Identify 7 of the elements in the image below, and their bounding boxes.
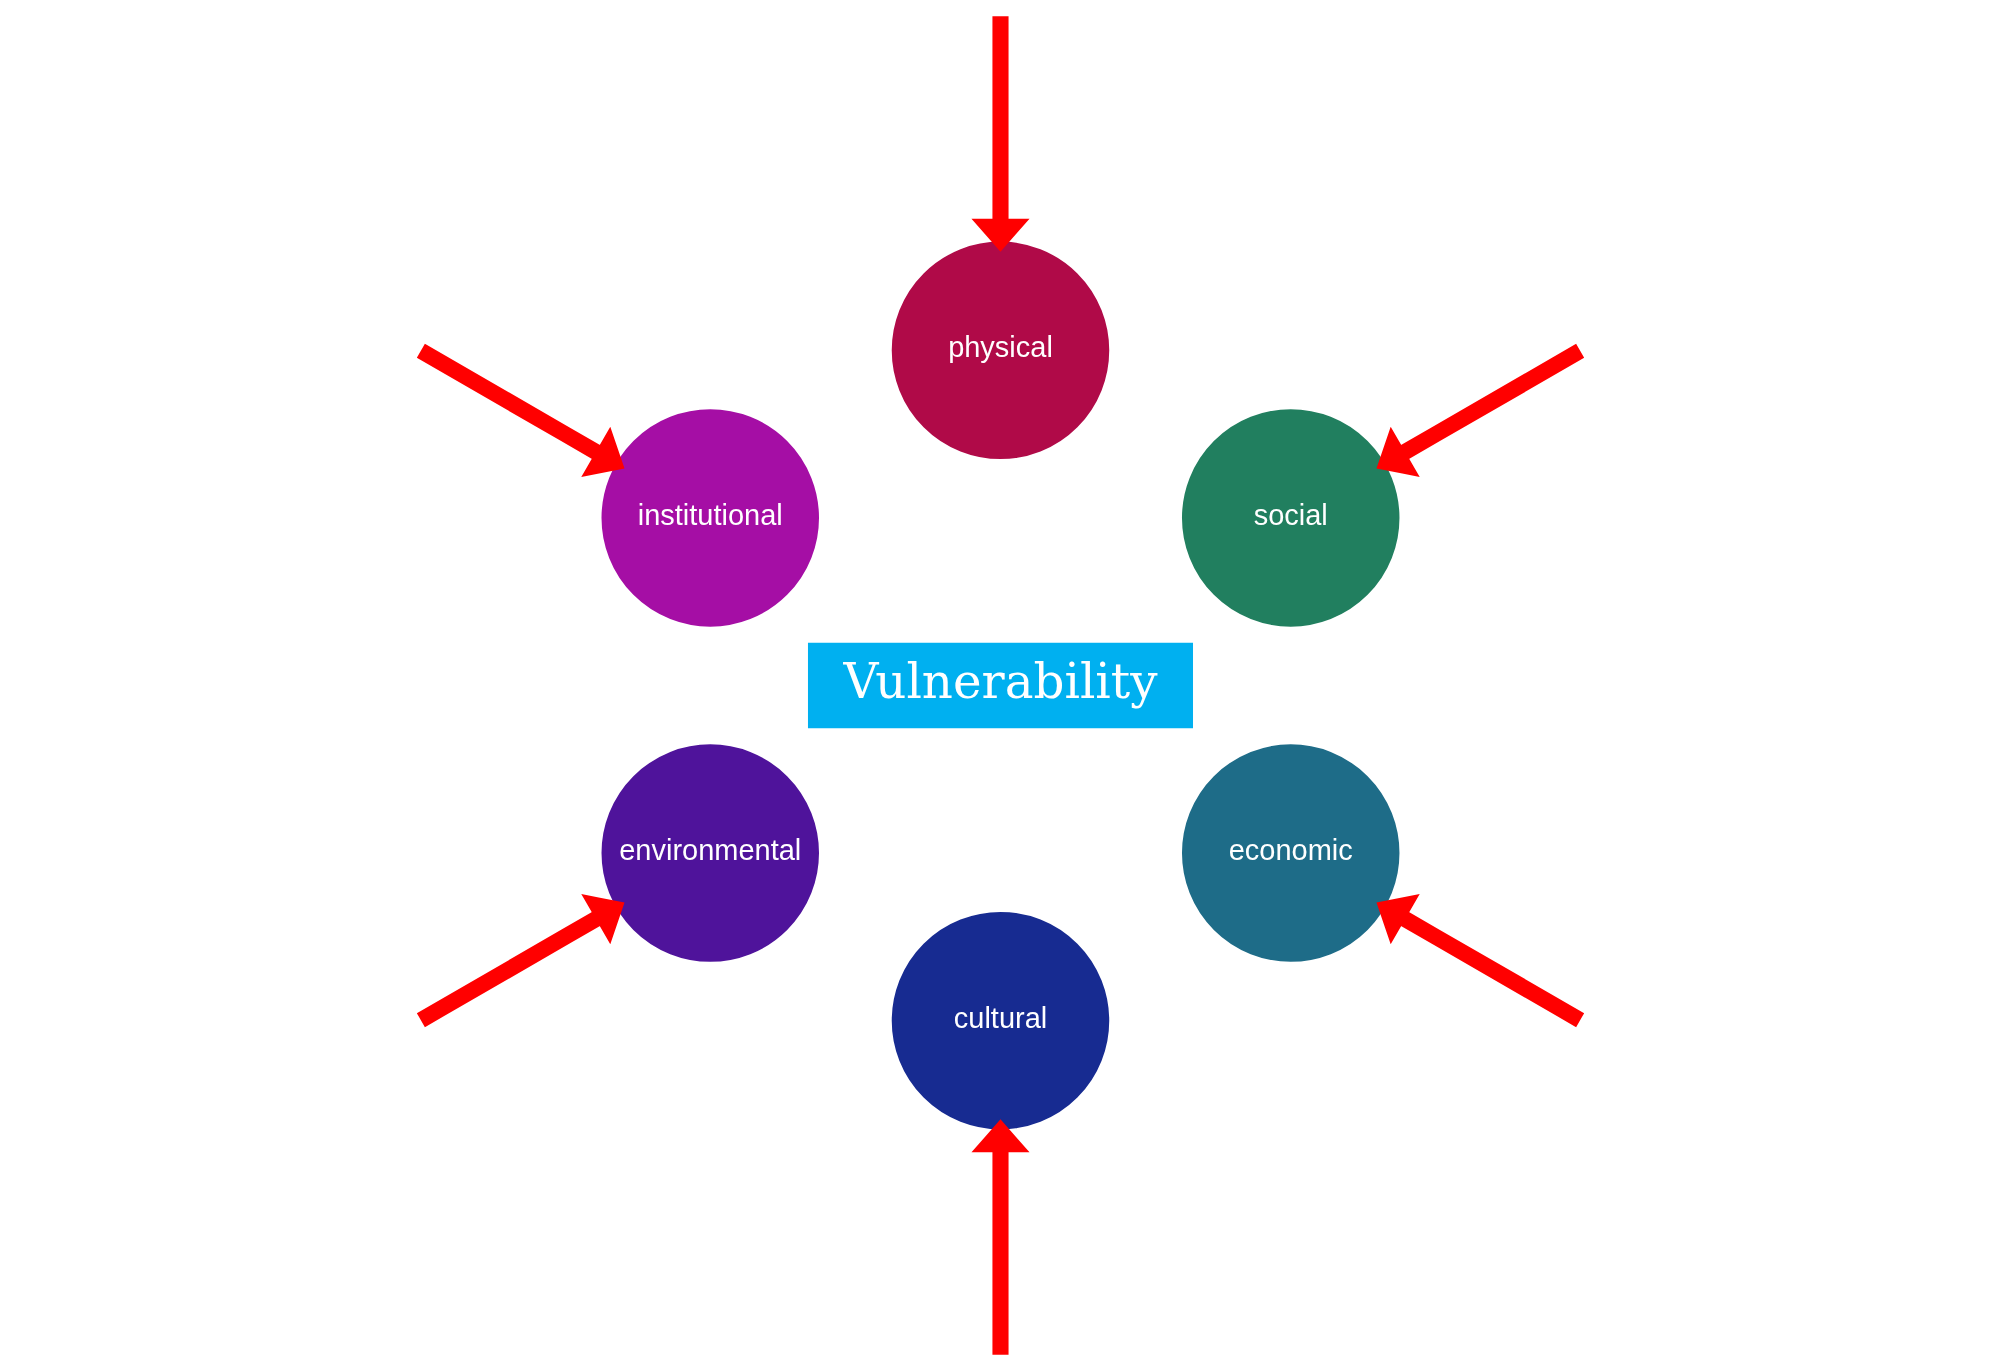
node-box: Vulnerability [804, 639, 1196, 732]
arrow [1375, 894, 1584, 1028]
arrow [970, 1119, 1030, 1355]
arrow [416, 894, 624, 1028]
arrow [1375, 343, 1584, 477]
arrow [970, 16, 1030, 252]
arrow [416, 343, 624, 477]
